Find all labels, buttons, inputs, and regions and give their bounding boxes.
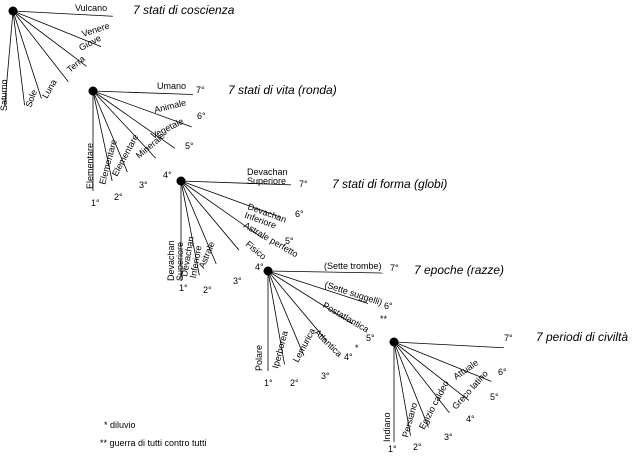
hub-1-label-4: Terra — [65, 54, 87, 75]
hub-1-title: 7 stati di coscienza — [133, 3, 235, 17]
hub-5-ray-4 — [393, 341, 450, 414]
hub-3-ray-4 — [180, 180, 240, 251]
hub-5-number-6: 6° — [498, 367, 507, 377]
hub-4-ray-4 — [267, 270, 327, 341]
hub-2-node — [88, 86, 98, 96]
hub-2-number-3: 3° — [139, 180, 148, 190]
hub-5-ray-2 — [393, 341, 411, 436]
hub-3-label-4: Fisico — [244, 239, 268, 262]
hub-2-ray-7 — [92, 90, 193, 95]
hub-2-number-7: 7° — [196, 85, 205, 95]
hub-1-ray-2 — [12, 10, 25, 106]
hub-3-ray-6 — [180, 180, 280, 218]
hub-2-label-7: Umano — [157, 81, 186, 91]
hub-4-number-3: 3° — [321, 371, 330, 381]
hub-5-number-4: 4° — [466, 414, 475, 424]
hub-4-number-1: 1° — [264, 378, 273, 388]
hub-3-number-6: 6° — [295, 209, 304, 219]
hub-4-number-4: 4° — [344, 352, 353, 362]
hub-1-label-3: Luna — [40, 78, 59, 100]
hub-4-node — [263, 266, 273, 276]
hub-1-label-2: Sole — [23, 88, 39, 108]
hub-3-ray-7 — [180, 180, 291, 186]
hub-2-title: 7 stati di vita (ronda) — [228, 83, 337, 97]
hub-2-label-6: Animale — [153, 97, 187, 115]
hub-4-number-5: 5° — [366, 333, 375, 343]
hub-4-mark-1: * — [355, 343, 359, 353]
hub-1-ray-4 — [12, 10, 69, 83]
hub-4-label-4: Atlantica — [313, 327, 344, 358]
hub-2-ray-3 — [92, 90, 128, 173]
hub-5-label-3: Egizio caldeo — [417, 379, 451, 431]
hub-1-ray-7 — [12, 10, 113, 17]
hub-4-ray-7 — [267, 270, 383, 274]
hub-2-ray-6 — [92, 90, 192, 128]
hub-5-label-2: Persiano — [400, 402, 419, 439]
hub-3-ray-3 — [180, 180, 217, 265]
hub-2-label-1: Elementare — [85, 143, 95, 189]
hub-4-ray-6 — [267, 270, 368, 304]
hub-3-number-3: 3° — [233, 276, 242, 286]
hub-3-number-1: 1° — [179, 283, 188, 293]
hub-2-ray-5 — [92, 90, 176, 149]
hub-1-node — [8, 6, 18, 16]
hub-4-mark-2: ** — [380, 314, 388, 324]
hub-5-label-1: Indiano — [382, 412, 392, 442]
hub-5-node — [389, 337, 399, 347]
hub-1-ray-3 — [12, 10, 42, 99]
hub-3-ray-2 — [180, 180, 200, 276]
footnote-guerra: ** guerra di tutti contro tutti — [100, 438, 207, 448]
hub-3-number-2: 2° — [203, 285, 212, 295]
hub-3-label-1: DevachanSuperiore — [166, 240, 185, 281]
hub-1-ray-5 — [12, 10, 87, 67]
hub-3: 7 stati di forma (globi) DevachanSuperior… — [166, 167, 447, 295]
hub-3-node — [176, 176, 186, 186]
hub-5-number-1: 1° — [388, 444, 397, 454]
hub-3-title: 7 stati di forma (globi) — [332, 177, 447, 191]
hub-4-ray-3 — [267, 270, 305, 356]
hub-5-number-7: 7° — [504, 333, 513, 343]
hub-5-ray-6 — [393, 341, 492, 382]
hub-5-ray-7 — [393, 341, 504, 349]
hub-3-number-7: 7° — [299, 179, 308, 189]
hub-3-number-4: 4° — [255, 262, 264, 272]
hub-5-ray-3 — [393, 341, 429, 428]
hub-4-number-7: 7° — [390, 263, 399, 273]
footnote-diluvio: * diluvio — [104, 420, 136, 430]
hub-2-ray-4 — [92, 90, 157, 159]
hub-4-number-2: 2° — [290, 378, 299, 388]
hub-2-number-5: 5° — [185, 141, 194, 151]
hub-4-label-1: Polare — [254, 345, 264, 371]
hub-2-label-5: Vegetale — [149, 116, 185, 141]
hub-4-ray-5 — [267, 270, 354, 325]
hub-2-ray-2 — [92, 90, 113, 182]
hub-2-number-1: 1° — [91, 198, 100, 208]
hub-1-label-1: Saturno — [0, 79, 9, 111]
hub-4-number-6: 6° — [384, 301, 393, 311]
hub-4-title: 7 epoche (razze) — [414, 263, 504, 277]
hub-4-label-7: (Sette trombe) — [324, 261, 382, 271]
hub-3-number-5: 5° — [285, 236, 294, 246]
hub-4-ray-2 — [267, 270, 285, 365]
hub-1-ray-6 — [12, 10, 102, 47]
hub-2-number-4: 4° — [163, 170, 172, 180]
hub-4-label-3: Lemurica — [291, 327, 317, 364]
hub-4-label-5: Postatlantica — [321, 300, 371, 334]
hub-5-number-5: 5° — [490, 392, 499, 402]
hub-4-label-2: Iperborea — [270, 330, 290, 370]
hub-5-title: 7 periodi di civiltà — [536, 330, 628, 344]
hub-5-ray-5 — [393, 341, 470, 401]
hub-5-number-3: 3° — [444, 432, 453, 442]
hub-5-number-2: 2° — [413, 442, 422, 452]
hub-3-ray-5 — [180, 180, 264, 239]
hub-2-number-6: 6° — [197, 111, 206, 121]
hub-1-ray-1 — [4, 10, 14, 106]
hub-2-number-2: 2° — [114, 192, 123, 202]
hub-1-label-7: Vulcano — [75, 3, 107, 13]
